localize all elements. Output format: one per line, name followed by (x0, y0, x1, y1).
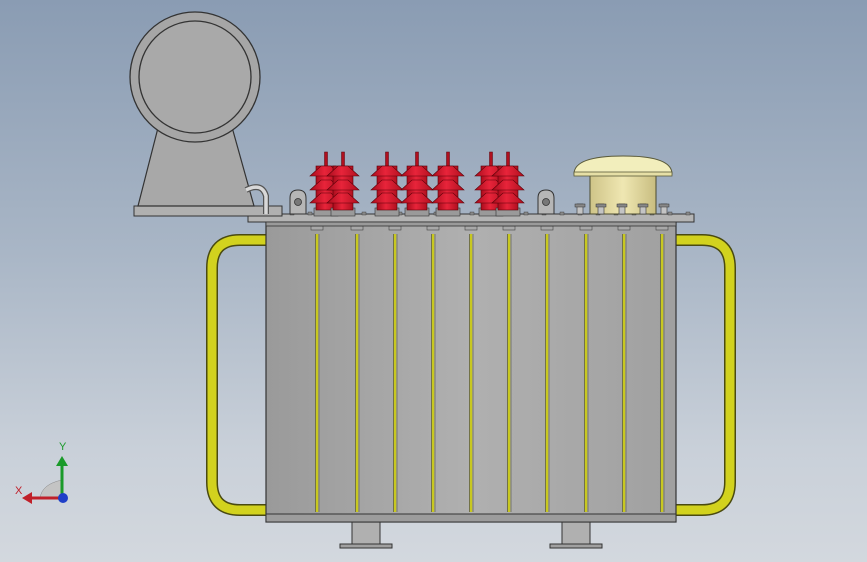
lv-terminal (658, 203, 670, 215)
cooling-pipe-right (674, 234, 736, 516)
hv-bushing (326, 151, 360, 217)
cover-bolt (307, 211, 313, 216)
cooling-fin (579, 225, 593, 512)
lv-terminals (574, 203, 670, 215)
triad-x-arrow (22, 492, 32, 504)
cooling-fin (617, 225, 631, 512)
lifting-lug-left (289, 189, 307, 215)
hv-bushings (309, 151, 525, 217)
cooling-pipe-left (206, 234, 268, 516)
hv-bushing (431, 151, 465, 217)
lv-terminal (574, 203, 586, 215)
triad-x-label: X (15, 485, 23, 497)
cooling-fin (655, 225, 669, 512)
cooling-fins (310, 225, 669, 512)
triad-y-label: Y (59, 441, 67, 453)
cover-bolt (523, 211, 529, 216)
lifting-lug-right (537, 189, 555, 215)
lv-terminal (595, 203, 607, 215)
hv-bushing (491, 151, 525, 217)
tank-foot-left (339, 521, 393, 549)
cooling-fin (464, 225, 478, 512)
coordinate-triad: Y X (12, 440, 76, 510)
conservator (129, 11, 283, 217)
triad-y-arrow (56, 456, 68, 466)
tank-foot-right (549, 521, 603, 549)
hv-bushing (400, 151, 434, 217)
cooling-fin (426, 225, 440, 512)
cooling-fin (540, 225, 554, 512)
cooling-fin (310, 225, 324, 512)
triad-z-axis (58, 493, 68, 503)
hv-bushing (370, 151, 404, 217)
lv-terminal (616, 203, 628, 215)
cover-bolt (667, 211, 673, 216)
cover-bolt (559, 211, 565, 216)
cover-bolt (361, 211, 367, 216)
cover-bolt (469, 211, 475, 216)
cooling-fin (502, 225, 516, 512)
cover-bolt (685, 211, 691, 216)
triad-plane (39, 479, 63, 499)
cooling-fin (350, 225, 364, 512)
cooling-fin (388, 225, 402, 512)
lv-terminal (637, 203, 649, 215)
